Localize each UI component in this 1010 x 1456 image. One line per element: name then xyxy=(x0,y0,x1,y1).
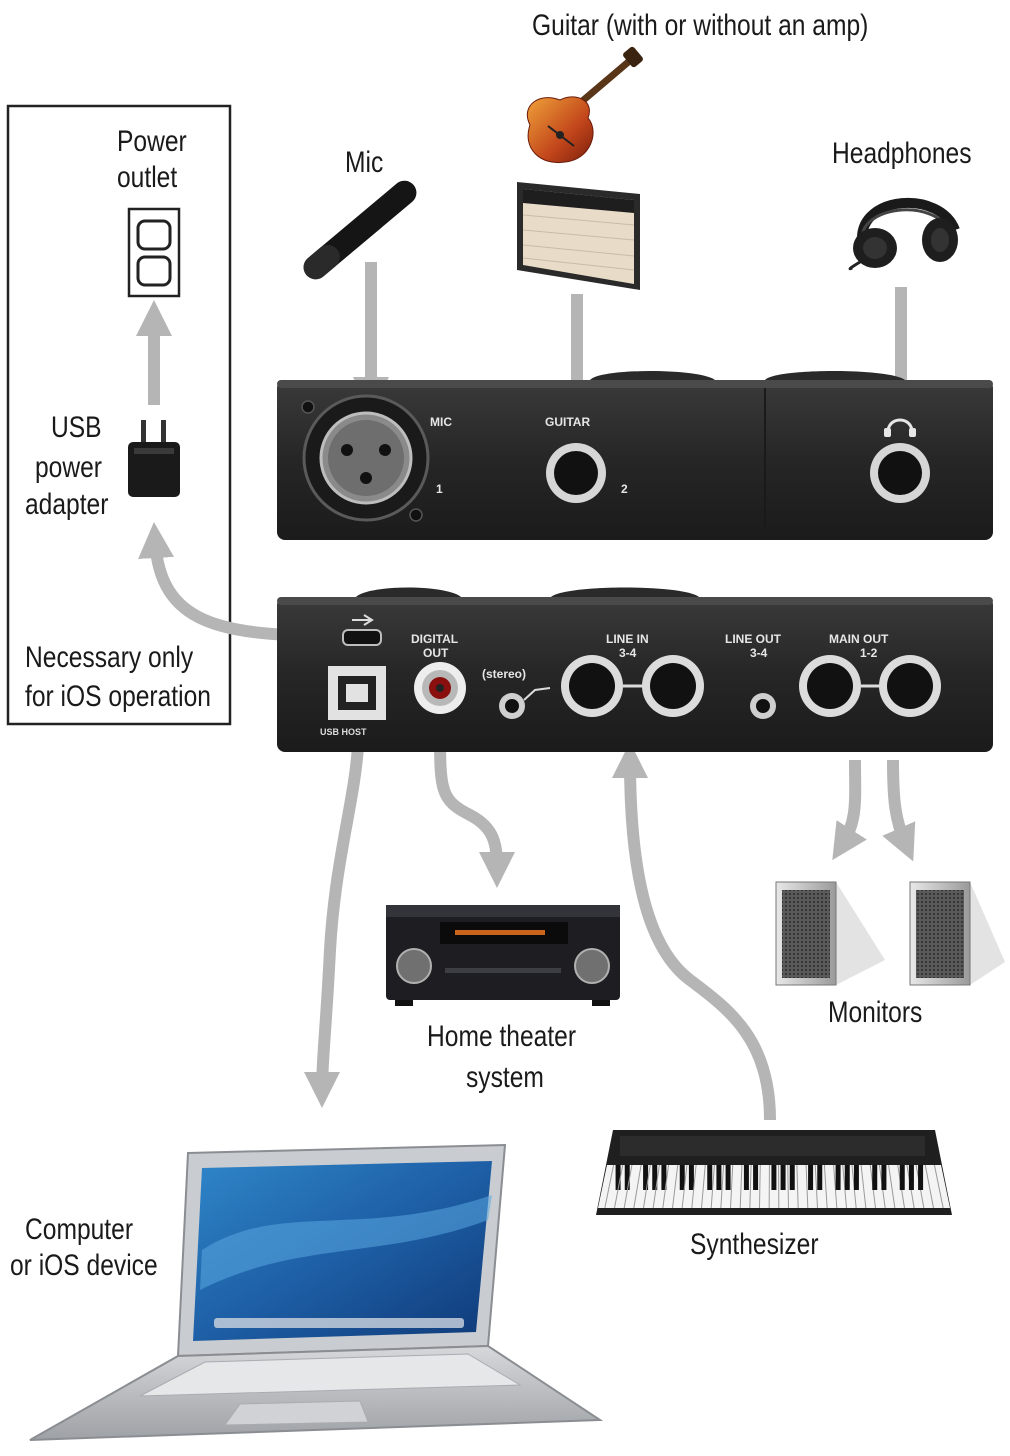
mic-xlr-jack xyxy=(304,396,428,520)
label-usb-adapter-3: adapter xyxy=(25,487,108,523)
main-out-jack-2 xyxy=(879,655,941,717)
synthesizer-icon xyxy=(596,1130,952,1215)
panel-label-line-out-1: LINE OUT xyxy=(725,632,782,646)
back-panel: DIGITAL OUT (stereo) LINE IN 3-4 LINE OU… xyxy=(277,588,993,753)
label-monitors: Monitors xyxy=(828,995,922,1031)
synth-black-key xyxy=(808,1165,813,1190)
synth-black-key xyxy=(616,1165,621,1190)
panel-label-main-out-2: 1-2 xyxy=(860,646,878,660)
label-usb-adapter-1: USB xyxy=(51,410,102,446)
laptop-icon xyxy=(30,1145,600,1440)
ios-power-box xyxy=(8,106,230,724)
label-computer-2: or iOS device xyxy=(10,1248,158,1284)
monitor-speaker-left-icon xyxy=(776,882,885,985)
label-computer-1: Computer xyxy=(25,1212,133,1248)
line-out-minijack xyxy=(750,693,776,719)
label-headphones: Headphones xyxy=(832,136,972,172)
panel-label-line-out-2: 3-4 xyxy=(750,646,768,660)
usb-power-adapter-icon xyxy=(128,420,180,497)
label-home-theater-2: system xyxy=(466,1060,544,1096)
synth-black-key xyxy=(872,1165,877,1190)
digital-out-rca-jack xyxy=(414,662,466,714)
synth-black-key xyxy=(817,1165,822,1190)
panel-label-line-in-2: 3-4 xyxy=(619,646,637,660)
stereo-minijack xyxy=(499,693,525,719)
synth-black-key xyxy=(744,1165,749,1190)
main-out-to-monitor-left-arrow xyxy=(842,760,855,845)
main-out-to-monitor-right-arrow xyxy=(893,760,906,845)
panel-label-main-out-1: MAIN OUT xyxy=(829,632,889,646)
synth-black-key xyxy=(707,1165,712,1190)
label-synthesizer: Synthesizer xyxy=(690,1227,819,1263)
panel-label-mic: MIC xyxy=(430,415,452,429)
front-panel: MIC GUITAR 1 2 xyxy=(277,371,993,540)
panel-label-usb-host: USB HOST xyxy=(320,727,367,737)
label-necessary-1: Necessary only xyxy=(25,640,193,676)
panel-label-ch2: 2 xyxy=(621,482,628,496)
usb-host-to-computer-arrow xyxy=(322,745,358,1090)
synth-black-key xyxy=(680,1165,685,1190)
line-in-jack-4 xyxy=(642,655,704,717)
headphone-jack xyxy=(870,443,930,503)
synth-black-key xyxy=(625,1165,630,1190)
synth-black-key xyxy=(909,1165,914,1190)
synth-black-key xyxy=(845,1165,850,1190)
synth-black-key xyxy=(716,1165,721,1190)
headphones-icon xyxy=(850,203,958,269)
panel-label-guitar: GUITAR xyxy=(545,415,590,429)
main-out-jack-1 xyxy=(799,655,861,717)
synth-black-key xyxy=(790,1165,795,1190)
home-theater-receiver-icon xyxy=(386,905,620,1006)
panel-label-line-in-1: LINE IN xyxy=(606,632,649,646)
synth-black-key xyxy=(771,1165,776,1190)
synth-black-key xyxy=(781,1165,786,1190)
usb-host-port xyxy=(328,666,386,720)
panel-label-ch1: 1 xyxy=(436,482,443,496)
label-guitar: Guitar (with or without an amp) xyxy=(532,8,868,44)
synth-black-key xyxy=(881,1165,886,1190)
guitar-icon xyxy=(527,46,644,163)
line-in-jack-3 xyxy=(561,655,623,717)
panel-label-stereo: (stereo) xyxy=(482,667,526,681)
label-necessary-2: for iOS operation xyxy=(25,679,211,715)
guitar-amp-icon xyxy=(517,182,640,290)
label-power-outlet-1: Power xyxy=(117,124,187,160)
synth-black-key xyxy=(689,1165,694,1190)
mic-icon xyxy=(299,176,422,284)
synth-black-key xyxy=(900,1165,905,1190)
guitar-jack xyxy=(546,443,606,503)
power-outlet-icon xyxy=(129,209,179,296)
synth-black-key xyxy=(836,1165,841,1190)
synth-to-line-in-arrow xyxy=(630,760,770,1120)
label-home-theater-1: Home theater xyxy=(427,1019,576,1055)
label-usb-adapter-2: power xyxy=(35,450,102,486)
label-power-outlet-2: outlet xyxy=(117,160,177,196)
label-mic: Mic xyxy=(345,145,383,181)
synth-black-key xyxy=(854,1165,859,1190)
synth-black-key xyxy=(918,1165,923,1190)
synth-black-key xyxy=(753,1165,758,1190)
monitor-speaker-right-icon xyxy=(910,882,1005,985)
panel-label-digital-out-2: OUT xyxy=(423,646,449,660)
panel-label-digital-out-1: DIGITAL xyxy=(411,632,458,646)
synth-black-key xyxy=(726,1165,731,1190)
